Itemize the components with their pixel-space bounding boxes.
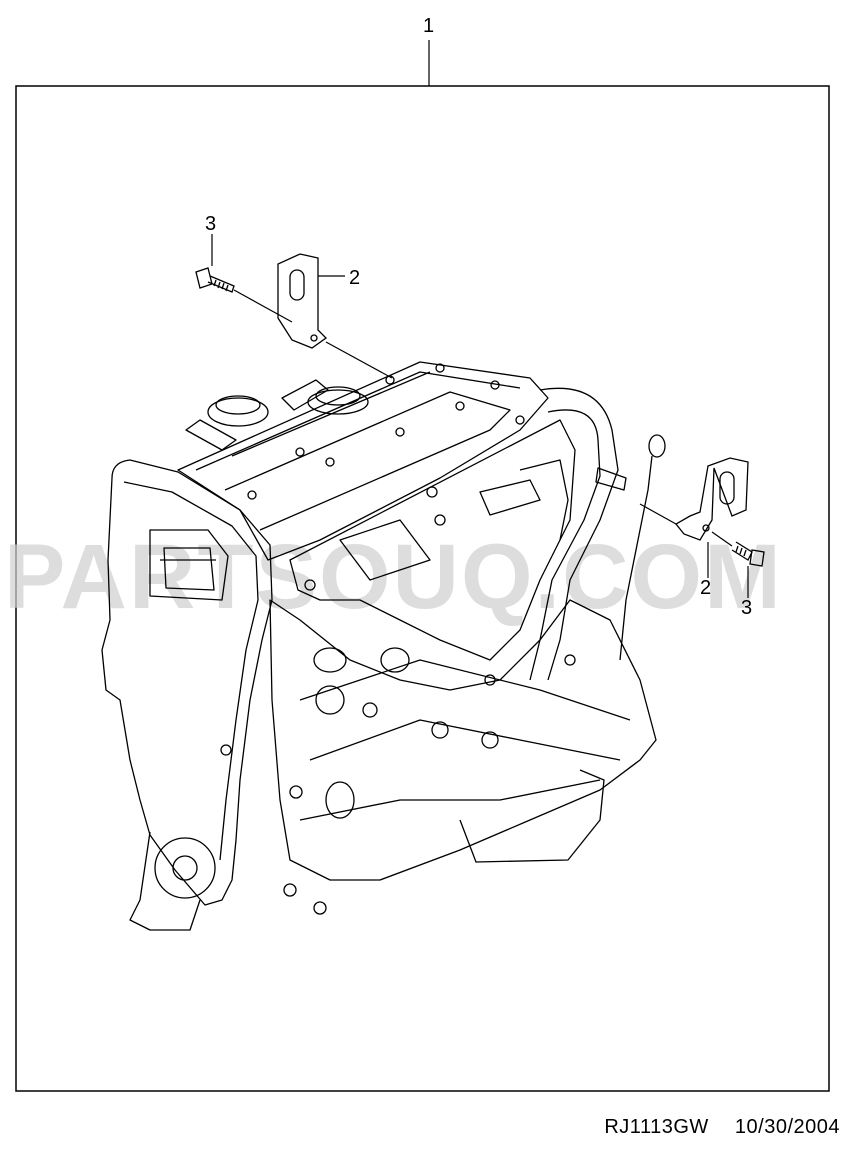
callout-3-right: 3	[741, 597, 752, 619]
callout-1: 1	[423, 15, 434, 37]
bracket-right-to-engine	[639, 503, 677, 525]
engine-assembly-drawing	[101, 361, 666, 931]
callout-2-right: 2	[700, 577, 711, 599]
valve-cover	[177, 361, 549, 561]
drawing-footer: RJ1113GW 10/30/2004	[560, 1116, 840, 1139]
coolant-hose	[539, 387, 619, 681]
timing-cover	[101, 459, 273, 906]
engine-block	[269, 599, 657, 881]
callout-2-left: 2	[349, 267, 360, 289]
bolt-right-to-bracket	[711, 531, 733, 547]
intake-manifold	[289, 419, 576, 661]
oil-pan	[459, 769, 605, 863]
watermark: PARTSOUQ.COM	[4, 526, 783, 628]
bracket-left	[277, 253, 328, 349]
bracket-left-to-engine	[325, 341, 393, 379]
drawing-date: 10/30/2004	[734, 1116, 840, 1138]
breather-cap	[207, 397, 269, 427]
bolt-left-to-bracket	[233, 289, 293, 323]
diagram-frame	[15, 85, 830, 1092]
drawing-code: RJ1113GW	[604, 1116, 709, 1138]
bolt-right	[731, 541, 765, 567]
engine-mount-pad	[149, 529, 229, 601]
dipstick	[619, 455, 653, 661]
crank-pulley	[154, 837, 216, 899]
bolt-left	[195, 267, 235, 293]
bracket-right	[675, 457, 749, 541]
callout-3-left: 3	[205, 213, 216, 235]
